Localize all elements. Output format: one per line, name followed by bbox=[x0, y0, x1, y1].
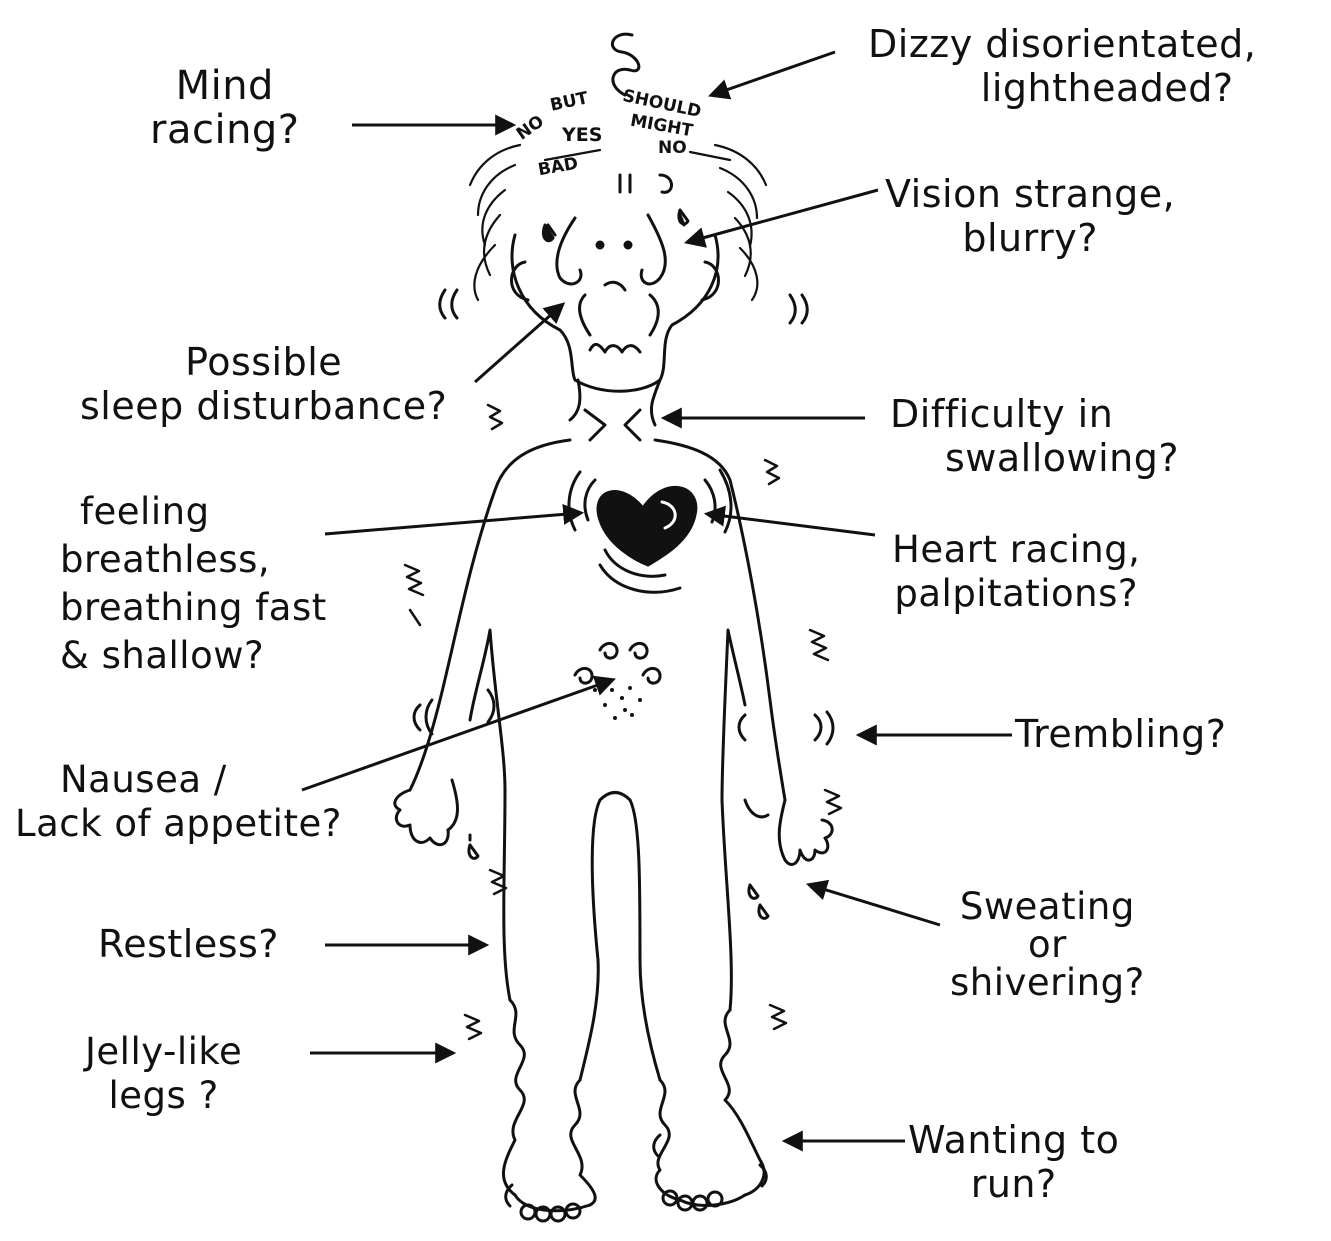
label-heart-racing: Heart racing,palpitations? bbox=[892, 528, 1140, 616]
inner-legs bbox=[580, 800, 660, 1080]
label-breathless: feelingbreathless,breathing fast& shallo… bbox=[60, 488, 327, 680]
arrow-dizzy bbox=[712, 52, 835, 95]
label-jelly-legs: Jelly-likelegs ? bbox=[85, 1030, 242, 1118]
arrow-sleep bbox=[475, 305, 562, 382]
label-sweating: Sweatingorshivering? bbox=[950, 888, 1145, 1002]
label-dizzy: Dizzy disorientated,lightheaded? bbox=[868, 22, 1256, 110]
ear-left bbox=[512, 262, 529, 300]
heart-icon bbox=[598, 487, 696, 565]
head-word-no-2: NO bbox=[658, 138, 687, 158]
left-hand bbox=[395, 790, 448, 845]
mouth bbox=[590, 344, 640, 352]
label-swallowing: Difficulty inswallowing? bbox=[890, 392, 1179, 480]
label-nausea: Nausea /Lack of appetite? bbox=[15, 758, 342, 846]
label-restless: Restless? bbox=[98, 922, 279, 966]
label-wanting-to-run: Wanting torun? bbox=[908, 1118, 1119, 1206]
stomach-swirl bbox=[600, 643, 617, 658]
ear-right bbox=[702, 262, 719, 300]
arrow-heart bbox=[708, 514, 875, 535]
arrow-vision bbox=[688, 190, 878, 242]
arrow-breath bbox=[325, 513, 580, 534]
right-leg bbox=[656, 1080, 680, 1200]
face-outline bbox=[512, 235, 718, 391]
label-vision: Vision strange,blurry? bbox=[885, 172, 1175, 260]
label-trembling: Trembling? bbox=[1015, 712, 1226, 756]
left-leg bbox=[503, 1000, 524, 1195]
stomach-dots bbox=[593, 686, 642, 720]
arrow-sweating bbox=[810, 885, 940, 925]
nose bbox=[557, 218, 581, 284]
body-outline bbox=[410, 440, 570, 790]
head-word-yes: YES bbox=[562, 124, 602, 146]
label-mind-racing: Mindracing? bbox=[150, 64, 300, 152]
right-hand bbox=[779, 800, 832, 865]
label-sleep: Possiblesleep disturbance? bbox=[80, 340, 447, 428]
arrow-nausea bbox=[302, 680, 612, 790]
